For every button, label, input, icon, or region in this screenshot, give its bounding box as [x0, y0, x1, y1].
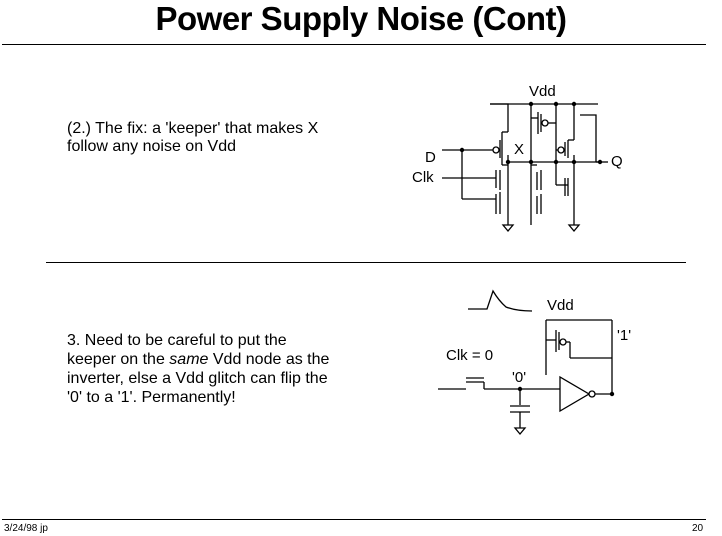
- careful-text-line-2-pre: keeper on the: [67, 351, 170, 368]
- vdd-label-bottom: Vdd: [547, 297, 574, 314]
- clk-zero-label: Clk = 0: [446, 347, 494, 364]
- careful-text-line-1: 3. Need to be careful to put the: [67, 332, 287, 349]
- careful-text-line-2: keeper on the same Vdd node as the: [67, 350, 329, 369]
- section-divider: [46, 262, 686, 263]
- node-x-label: X: [514, 141, 525, 158]
- title-rule: [2, 44, 706, 45]
- careful-text-line-4: '0' to a '1'. Permanently!: [67, 389, 236, 406]
- footer-date: 3/24/98 jp: [4, 523, 48, 534]
- vdd-label-top: Vdd: [529, 83, 556, 100]
- footer-page-number: 20: [692, 523, 704, 534]
- zero-label: '0': [512, 369, 527, 386]
- one-label: '1': [617, 327, 632, 344]
- output-q-label: Q: [611, 153, 623, 170]
- careful-text-line-2-post: Vdd node as the: [208, 351, 330, 368]
- slide-title: Power Supply Noise (Cont): [155, 0, 567, 37]
- input-d-label: D: [425, 149, 436, 166]
- fix-text-line-1: (2.) The fix: a 'keeper' that makes X: [67, 120, 319, 137]
- emphasis-same: same: [169, 351, 209, 368]
- careful-text-line-3: inverter, else a Vdd glitch can flip the: [67, 370, 328, 387]
- clk-label-top: Clk: [412, 169, 434, 186]
- fix-text-line-2: follow any noise on Vdd: [67, 138, 236, 155]
- footer-rule: [2, 519, 706, 520]
